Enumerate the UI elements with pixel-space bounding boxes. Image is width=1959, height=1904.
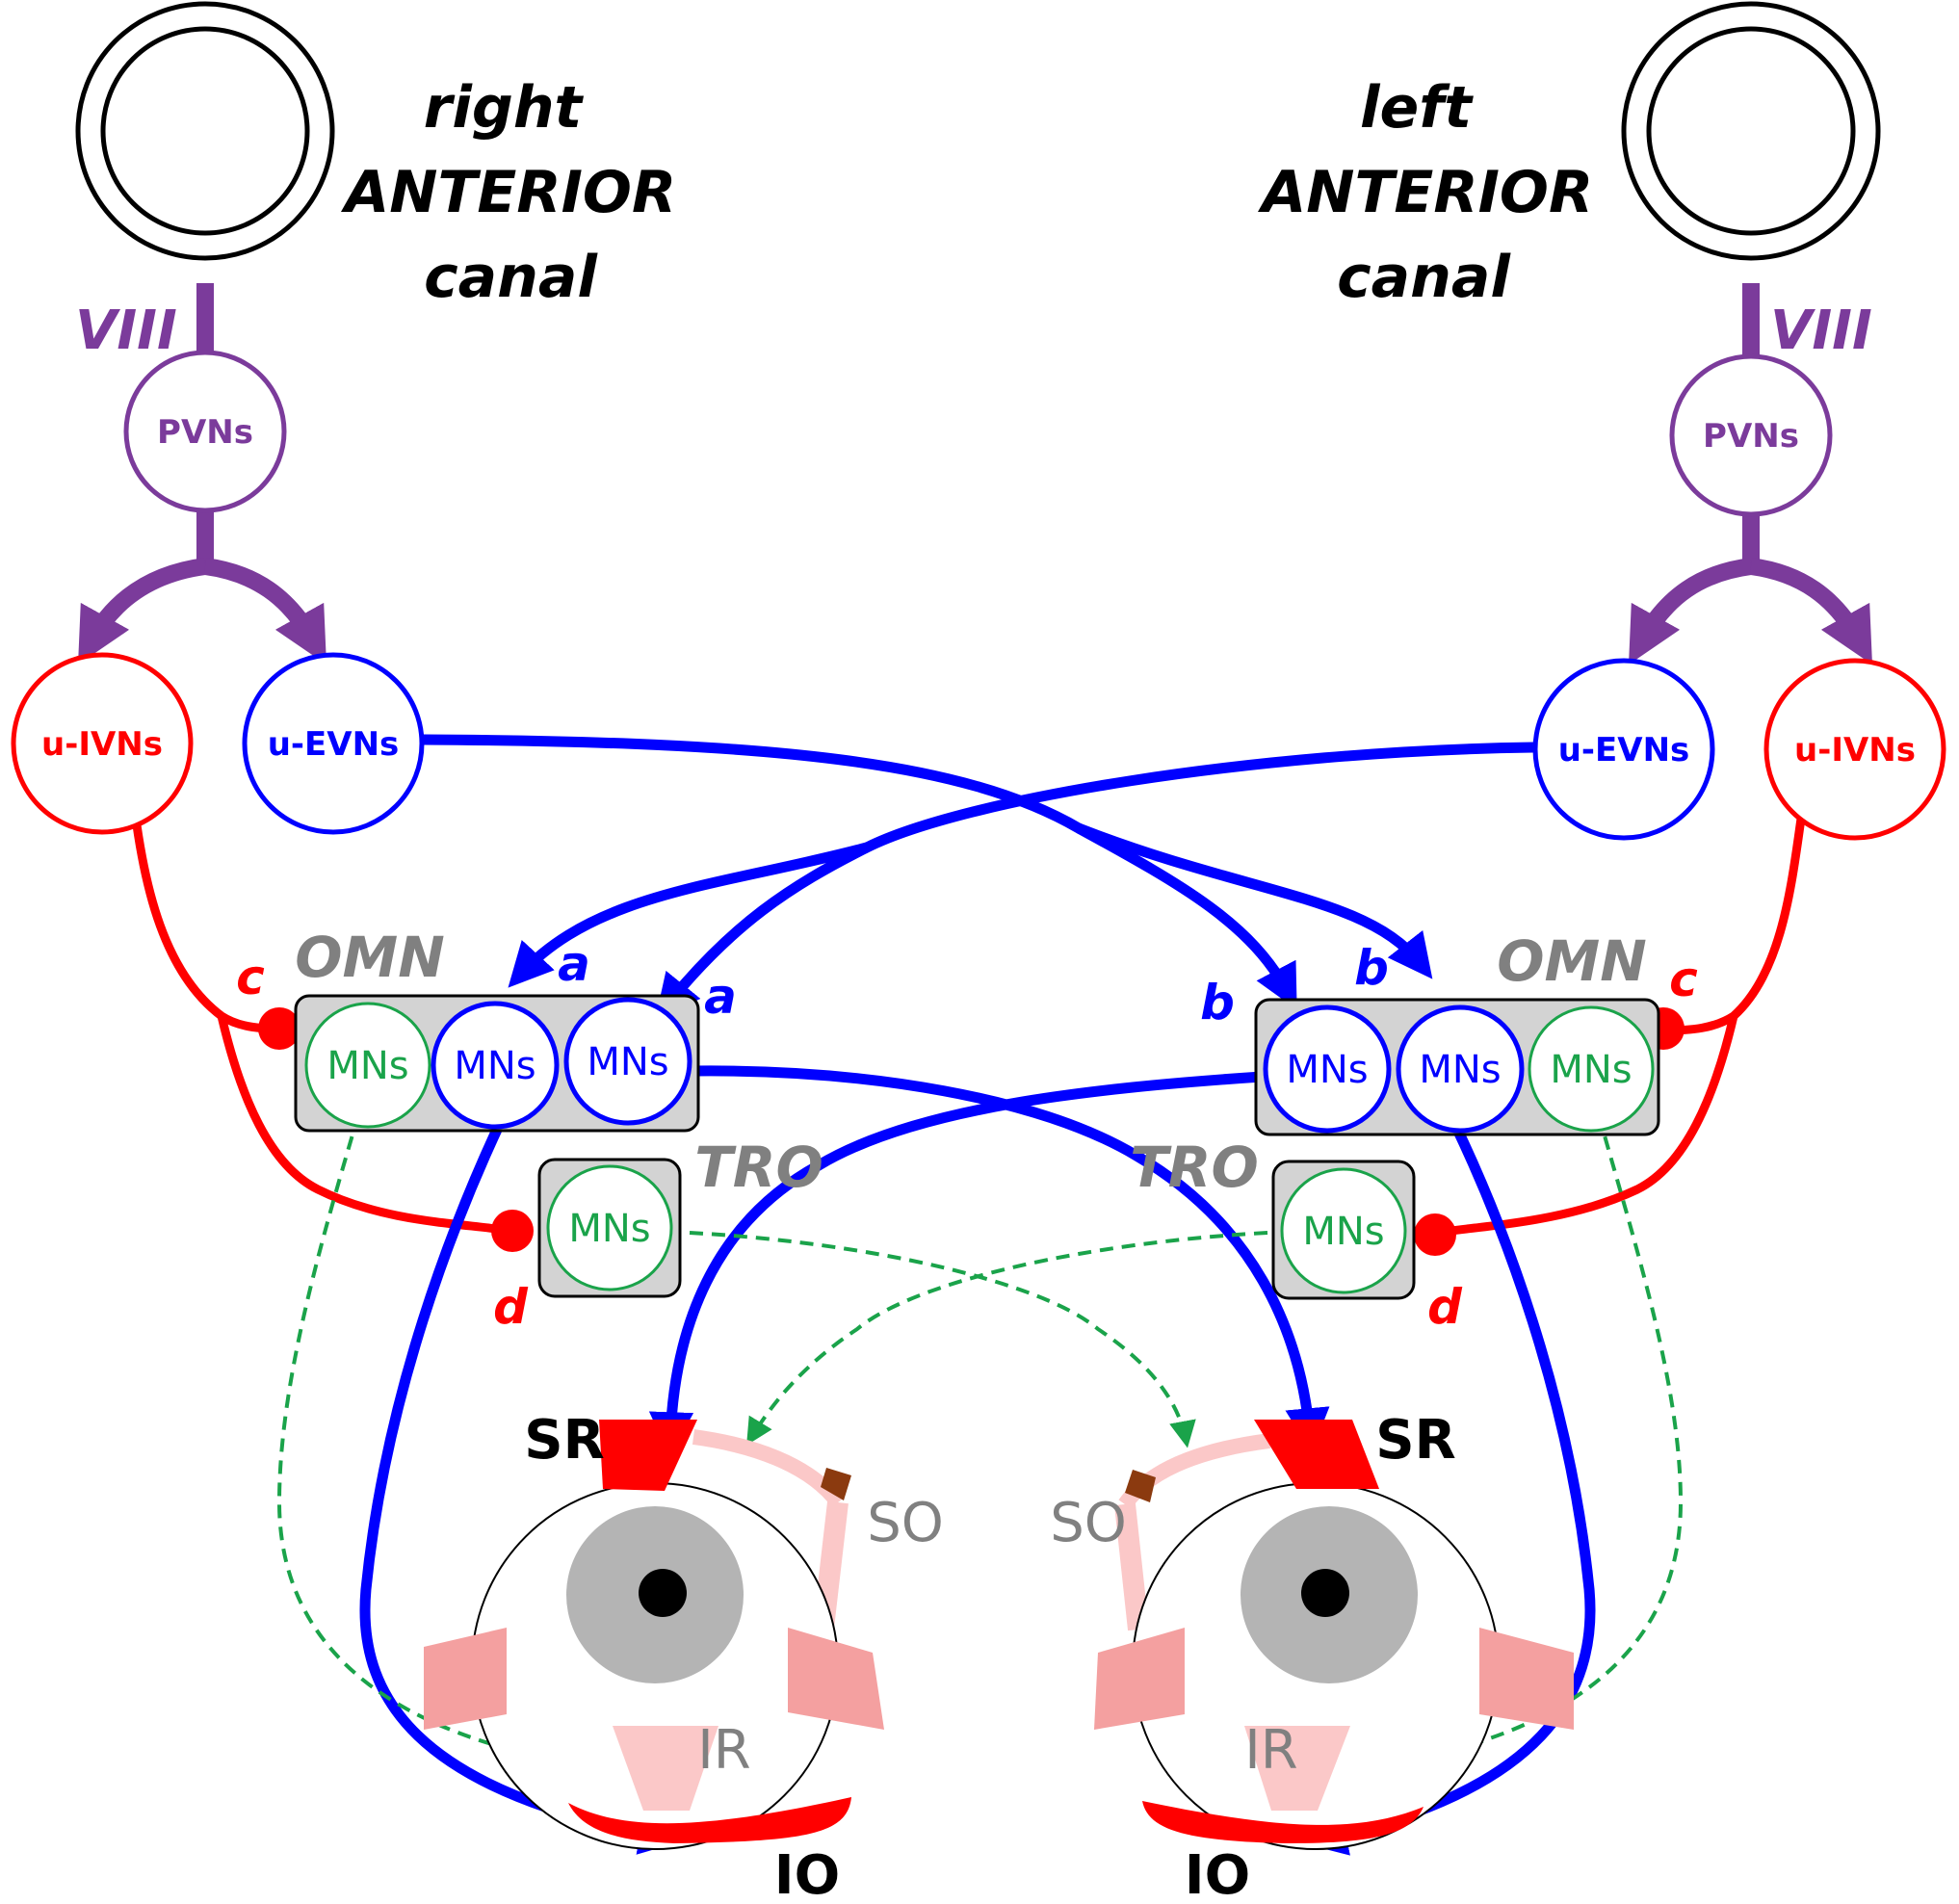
path-label-d: d (493, 1279, 529, 1335)
inhibitory-dot-icon (258, 1007, 300, 1050)
inhibitory-dot-icon (491, 1210, 534, 1252)
right-tro-label: TRO (694, 1135, 823, 1200)
left-pvn-label: PVNs (1703, 417, 1799, 456)
path-label-d: d (1427, 1279, 1463, 1335)
left-tro-label: TRO (1130, 1135, 1259, 1200)
right-omn-mn-green-label: MNs (326, 1044, 408, 1088)
left-omn-label: OMN (1497, 928, 1647, 994)
left-omn-mn-green-label: MNs (1550, 1048, 1632, 1092)
left-canal-title-line3: canal (1337, 244, 1511, 311)
semicircular-canal-icon (1621, 1, 1881, 261)
right-nerve-label: VIII (75, 300, 177, 362)
left-so-label: SO (1050, 1492, 1127, 1554)
right-tro-mn (546, 1164, 673, 1291)
left-canal-title-line1: left (1360, 74, 1474, 142)
right-omn-mn-blue-2-label: MNs (587, 1040, 668, 1084)
right-ivn-label: u-IVNs (41, 725, 163, 764)
left-tro-mn (1280, 1167, 1407, 1294)
right-canal-title: right ANTERIOR canal (341, 74, 676, 311)
right-sr-label: SR (524, 1409, 604, 1472)
semicircular-canal-inner-icon (1646, 26, 1856, 236)
right-io-muscle (568, 1797, 851, 1843)
right-ir-label: IR (697, 1719, 750, 1782)
left-tro-mn-label: MNs (1302, 1210, 1384, 1254)
right-omn-mn-blue-1 (431, 1001, 560, 1130)
right-lateral-muscle (424, 1628, 507, 1730)
left-nerve-label: VIII (1770, 300, 1872, 362)
left-tro: TRO MNs (1130, 1135, 1416, 1300)
right-tro: TRO MNs (537, 1135, 823, 1298)
right-canal-title-line1: right (424, 74, 585, 142)
left-omn-mn-blue-1-label: MNs (1286, 1048, 1368, 1092)
right-omn-label: OMN (295, 925, 445, 990)
path-label-b: b (1200, 975, 1235, 1030)
left-io-muscle (1142, 1801, 1424, 1843)
excitatory-pathways (359, 734, 1596, 1856)
right-ir-muscle (613, 1726, 718, 1811)
left-canal-title: left ANTERIOR canal (1258, 74, 1593, 311)
right-omn-mn-blue-1-label: MNs (454, 1044, 535, 1088)
semicircular-canal-inner-icon (100, 26, 310, 236)
left-omn-mn-blue-2 (1396, 1004, 1525, 1134)
left-so-tendon-band (1114, 1502, 1149, 1631)
right-io-label: IO (774, 1844, 840, 1904)
right-medial-muscle (788, 1628, 884, 1730)
left-omn-mn-green (1528, 1005, 1655, 1133)
left-pupil (1301, 1569, 1349, 1617)
right-so-trochlea (821, 1468, 851, 1500)
right-so-label: SO (867, 1492, 944, 1554)
inhibitory-dot-icon (1414, 1213, 1456, 1256)
right-evn-label: u-EVNs (268, 725, 400, 764)
left-sr-label: SR (1375, 1409, 1455, 1472)
right-sr-muscle (599, 1420, 697, 1491)
left-omn: OMN MNs MNs MNs (1254, 928, 1660, 1136)
left-evn-node (1532, 658, 1715, 841)
right-pvn-node (123, 350, 287, 513)
left-so-trochlea (1125, 1470, 1156, 1502)
left-ir-label: IR (1244, 1719, 1297, 1782)
right-canal-title-line3: canal (424, 244, 598, 311)
path-label-a: a (704, 969, 737, 1025)
right-omn: OMN MNs MNs MNs (294, 925, 700, 1133)
left-evn-label: u-EVNs (1558, 731, 1690, 769)
right-pupil (639, 1569, 687, 1617)
left-omn-mn-blue-2-label: MNs (1419, 1048, 1501, 1092)
left-medial-muscle (1094, 1628, 1185, 1730)
path-label-a: a (558, 936, 590, 992)
left-ir-muscle (1244, 1726, 1350, 1811)
trochlear-pathways (276, 1114, 1684, 1787)
left-canal (1621, 1, 1881, 261)
left-sr-muscle (1254, 1420, 1379, 1489)
right-omn-mn-green (304, 1002, 431, 1129)
left-io-label: IO (1185, 1844, 1250, 1904)
right-canal-title-line2: ANTERIOR (341, 159, 676, 226)
semicircular-canal-icon (75, 1, 335, 261)
left-ivn-node (1763, 658, 1946, 841)
path-label-c: c (236, 950, 265, 1005)
left-omn-mn-blue-1 (1263, 1004, 1392, 1134)
right-eye (424, 1420, 884, 1850)
right-omn-mn-blue-2 (563, 997, 692, 1126)
right-evn-node (242, 652, 425, 835)
left-ivn-label: u-IVNs (1794, 731, 1916, 769)
left-eye (1094, 1420, 1574, 1850)
right-canal (75, 1, 335, 261)
left-pvn-node (1669, 353, 1833, 517)
left-canal-title-line2: ANTERIOR (1258, 159, 1593, 226)
right-pvn-label: PVNs (157, 413, 253, 452)
right-tro-mn-label: MNs (568, 1207, 650, 1251)
right-ivn-node (11, 652, 194, 835)
path-label-b: b (1354, 940, 1389, 996)
left-lateral-muscle (1479, 1628, 1574, 1730)
path-label-c: c (1669, 952, 1698, 1007)
